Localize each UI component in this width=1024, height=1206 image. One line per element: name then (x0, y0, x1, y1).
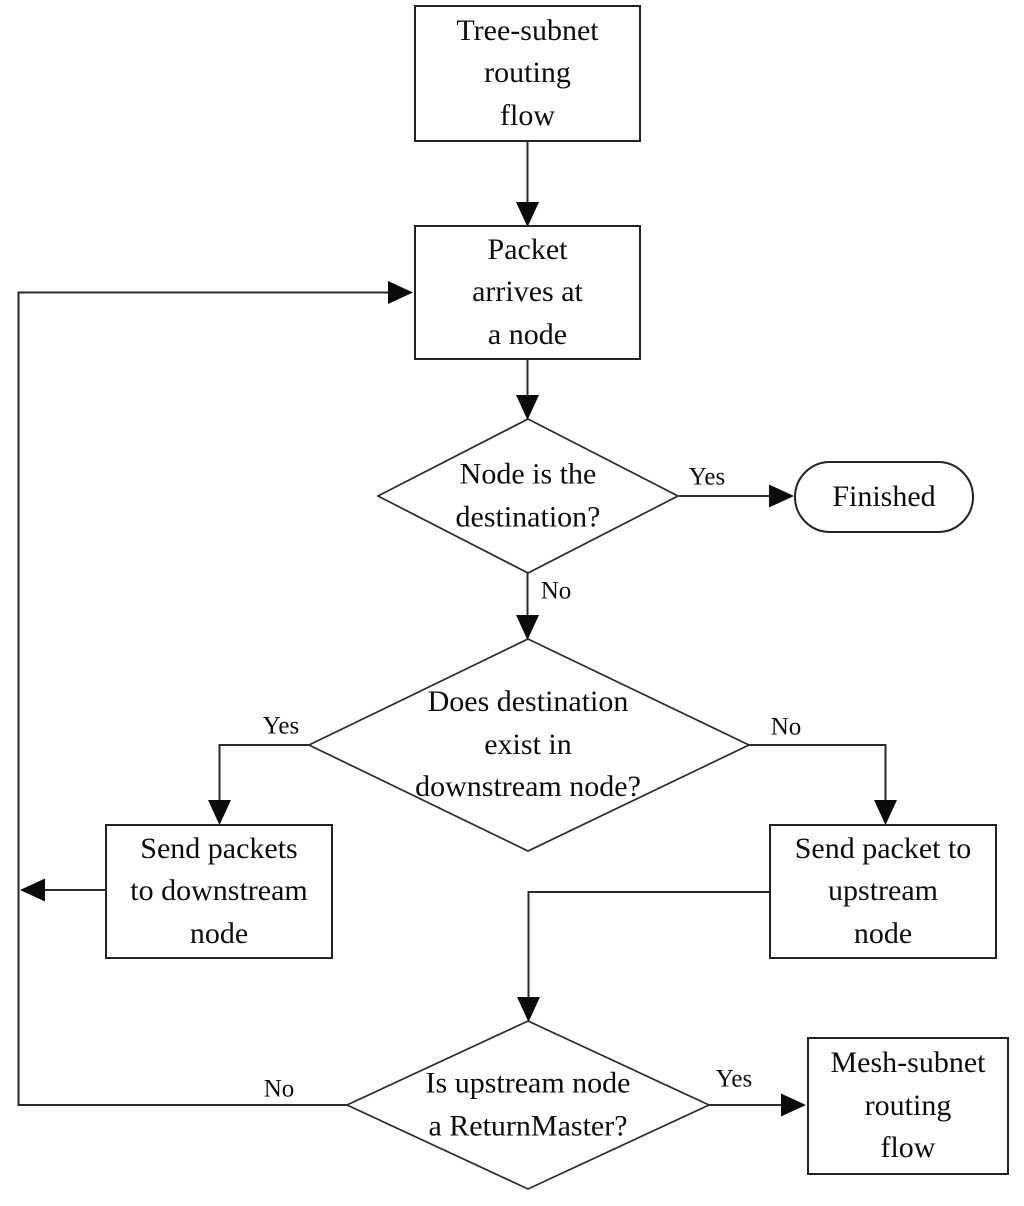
node-finished: Finished (794, 461, 974, 533)
branch-label-destination-yes: Yes (688, 463, 726, 491)
branch-label-returnmaster-yes: Yes (715, 1065, 753, 1093)
arrowhead-into-finished (769, 484, 794, 508)
node-mesh-flow: Mesh-subnet routing flow (807, 1037, 1009, 1175)
branch-label-downstream-yes: Yes (262, 712, 300, 740)
edge-downstream-yes-to-send-downstream (218, 744, 309, 801)
branch-label-destination-no: No (540, 577, 572, 605)
node-finished-label: Finished (832, 479, 936, 513)
node-send-downstream-label: Send packets to downstream node (130, 831, 308, 950)
decision-node-is-destination-label: Node is the destination? (455, 457, 601, 533)
node-send-downstream: Send packets to downstream node (105, 824, 333, 959)
edge-send-upstream-to-returnmaster (527, 891, 769, 998)
arrowhead-into-packet-left (388, 281, 413, 304)
arrowhead-into-send-downstream (208, 800, 231, 825)
node-packet-arrives-label: Packet arrives at a node (472, 232, 583, 351)
node-send-upstream: Send packet to upstream node (769, 824, 997, 959)
arrowhead-into-send-upstream (874, 800, 897, 825)
arrowhead-into-packet-top (516, 202, 539, 227)
node-mesh-flow-label: Mesh-subnet routing flow (830, 1046, 986, 1165)
arrowhead-into-mesh (781, 1093, 806, 1117)
node-start: Tree-subnet routing flow (414, 5, 641, 142)
node-send-upstream-label: Send packet to upstream node (794, 831, 972, 950)
arrowhead-into-destination (516, 395, 539, 420)
node-start-label: Tree-subnet routing flow (456, 13, 599, 132)
edge-feedback-to-packet (17, 291, 390, 1106)
arrowhead-into-downstream-decision (516, 615, 539, 640)
decision-upstream-returnmaster (344, 1020, 712, 1190)
decision-destination-in-downstream-label: Does destination exist in downstream nod… (415, 685, 641, 804)
node-packet-arrives: Packet arrives at a node (414, 225, 641, 360)
arrowhead-into-feedback-line (20, 878, 45, 902)
decision-node-is-destination (376, 418, 680, 574)
decision-destination-in-downstream (307, 638, 751, 852)
branch-label-returnmaster-no: No (263, 1075, 295, 1103)
arrowhead-into-returnmaster (517, 997, 540, 1022)
branch-label-downstream-no: No (770, 713, 802, 741)
decision-upstream-returnmaster-label: Is upstream node a ReturnMaster? (425, 1066, 631, 1142)
edge-downstream-no-to-send-upstream (749, 744, 887, 801)
